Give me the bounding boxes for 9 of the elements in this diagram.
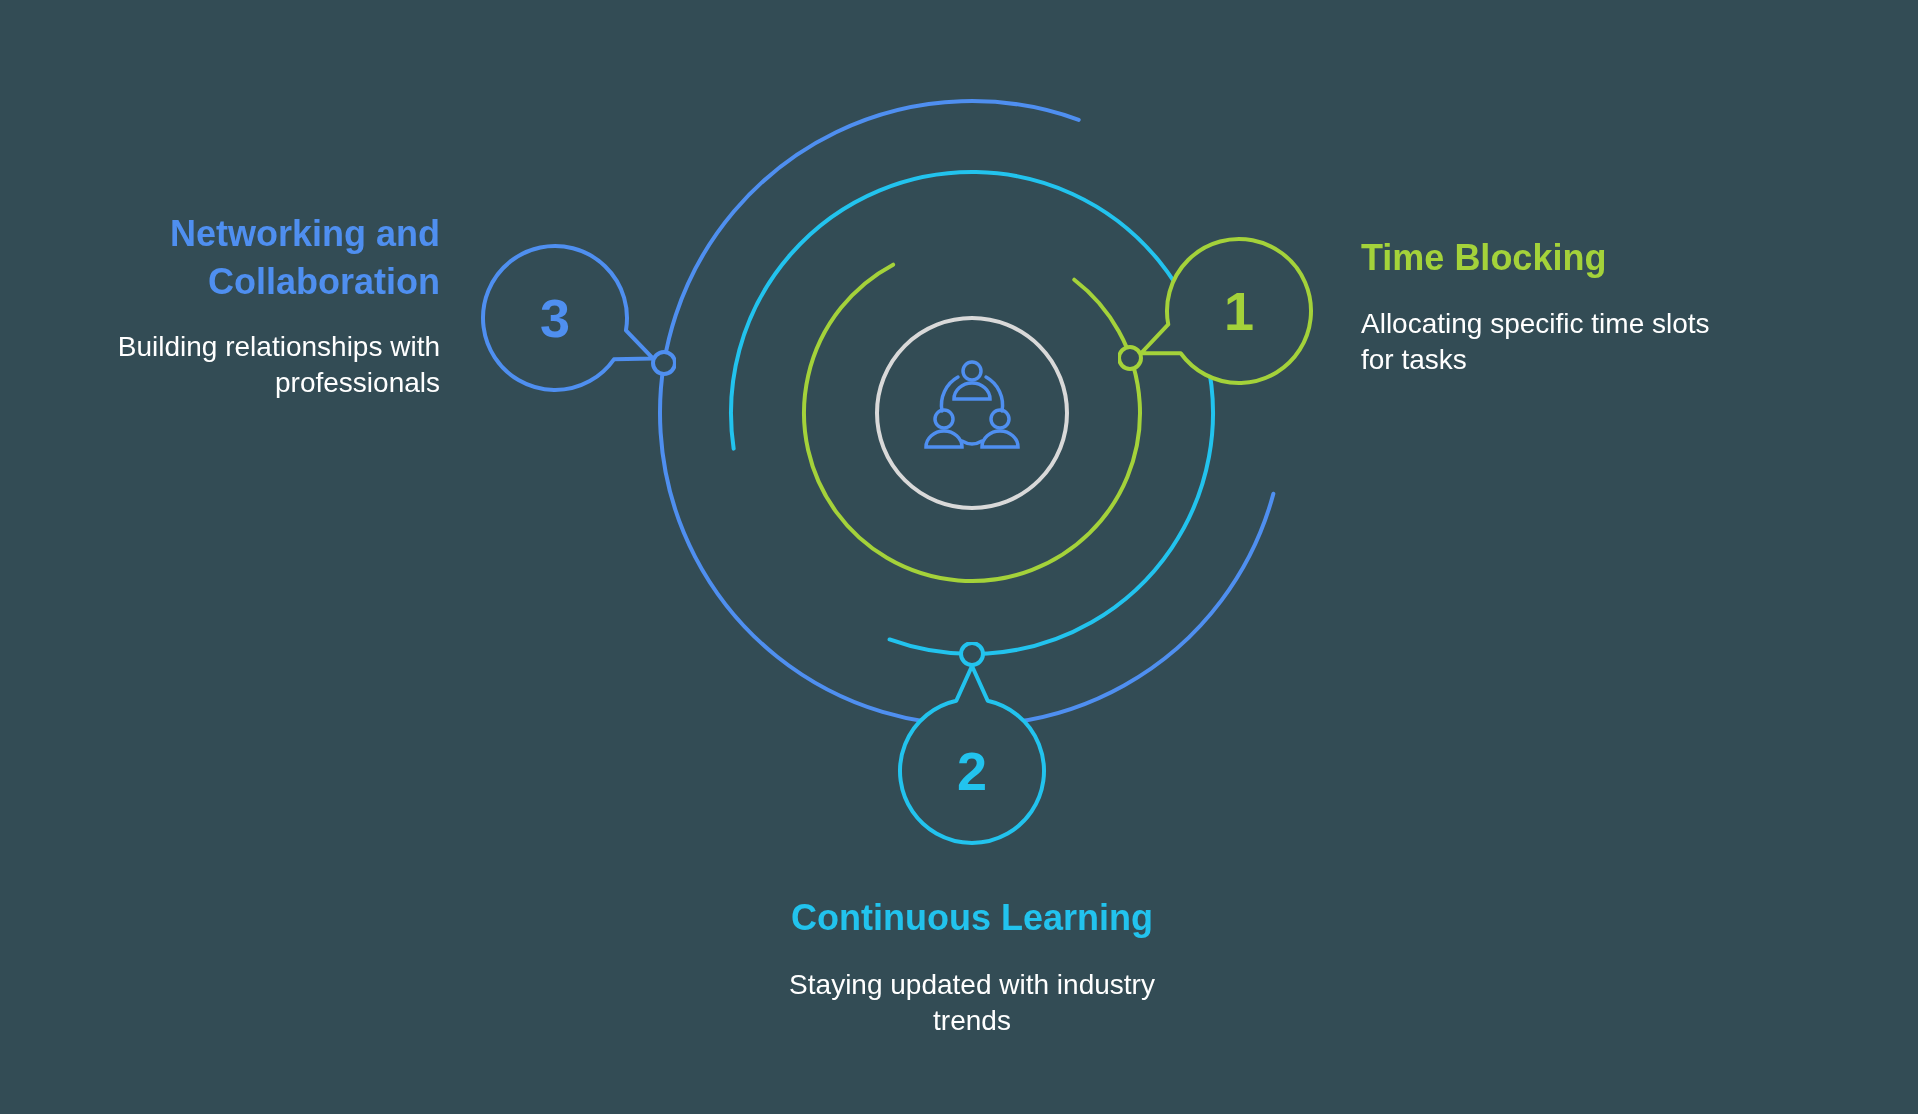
step-description: Allocating specific time slots for tasks: [1361, 307, 1711, 377]
step-description: Building relationships with professionals: [116, 330, 440, 400]
step-heading: Continuous Learning: [790, 896, 1154, 940]
step-number: 3: [538, 288, 571, 348]
step-heading: Time Blocking: [1361, 236, 1608, 280]
step-number: 2: [955, 741, 988, 801]
step-number: 1: [1222, 281, 1255, 341]
step-description: Staying updated with industry trends: [788, 968, 1156, 1038]
step-heading: Networking and Collaboration: [168, 212, 440, 304]
